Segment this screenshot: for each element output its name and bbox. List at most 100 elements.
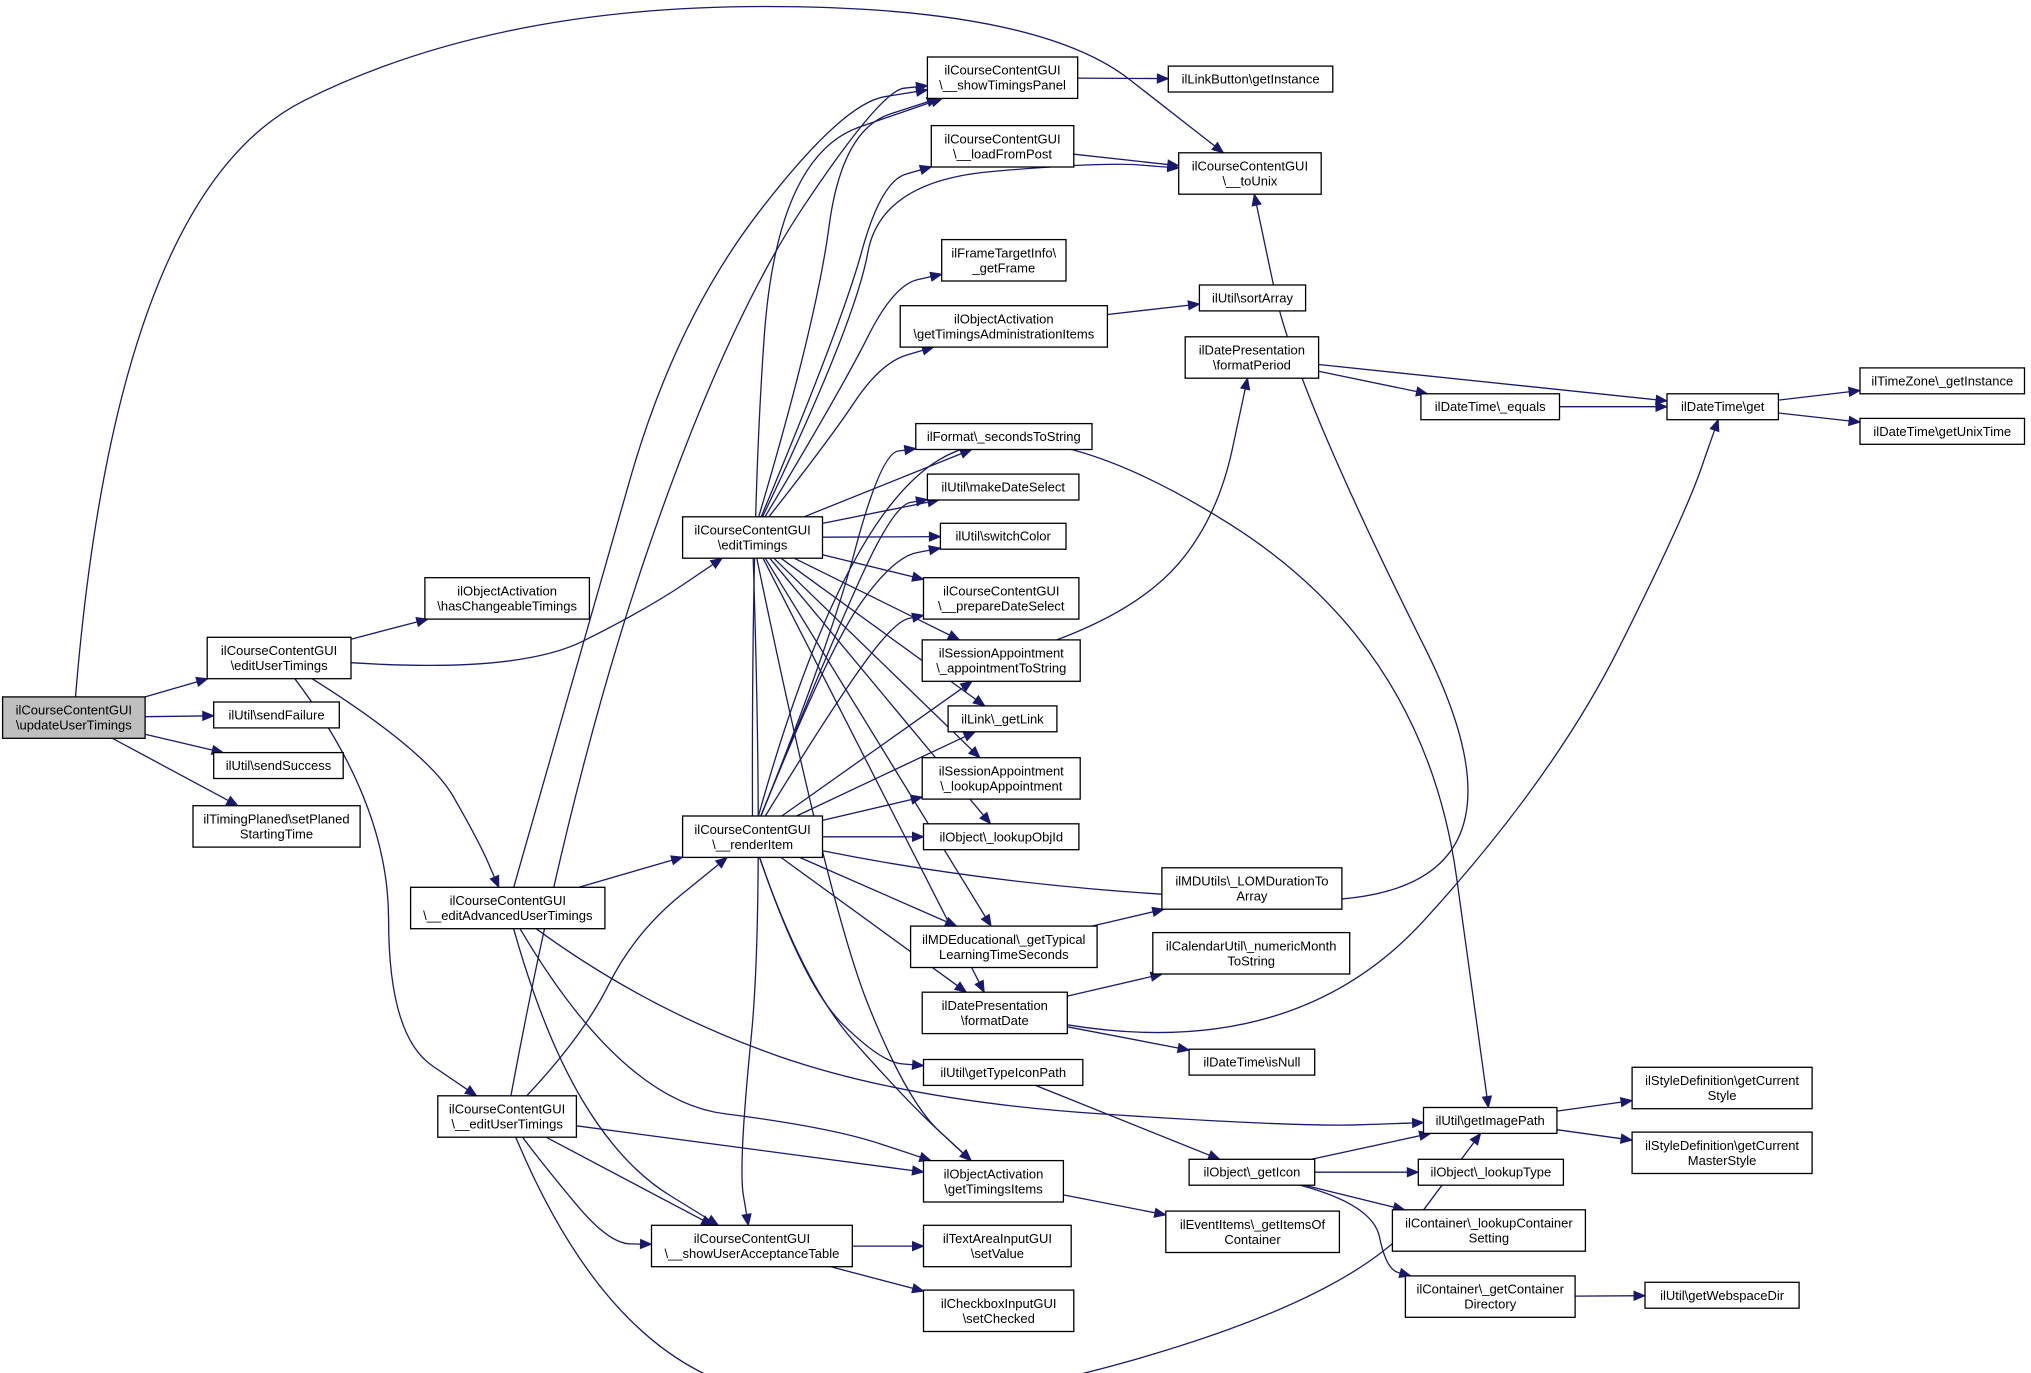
node-setValue[interactable]: ilTextAreaInputGUI\setValue <box>922 1224 1072 1268</box>
node-loadFromPost[interactable]: ilCourseContentGUI\__loadFromPost <box>930 124 1075 168</box>
arrowhead <box>1469 1132 1482 1146</box>
node-label: ilCalendarUtil\_numericMonth <box>1166 938 1337 953</box>
edge-loadFromPost-to-toUnix <box>1073 153 1181 170</box>
node-box <box>1644 1281 1800 1309</box>
node-dtEquals[interactable]: ilDateTime\_equals <box>1420 393 1561 421</box>
arrowhead <box>1709 418 1720 433</box>
node-box <box>1161 867 1343 910</box>
node-renderItem[interactable]: ilCourseContentGUI\__renderItem <box>681 815 824 859</box>
arrowhead <box>1156 73 1170 84</box>
node-getUnixTime[interactable]: ilDateTime\getUnixTime <box>1859 417 2026 445</box>
node-getTypeIconPath[interactable]: ilUtil\getTypeIconPath <box>922 1058 1084 1087</box>
node-isNull[interactable]: ilDateTime\isNull <box>1188 1048 1316 1076</box>
node-label: ilUtil\sortArray <box>1212 290 1293 305</box>
node-editTimings[interactable]: ilCourseContentGUI\editTimings <box>681 516 824 559</box>
node-getWebspaceDir[interactable]: ilUtil\getWebspaceDir <box>1644 1281 1800 1309</box>
edge-renderItem-to-showTimingsPanel <box>751 97 944 817</box>
edge-updateUserTimings-to-sendFailure <box>145 710 216 722</box>
node-setChecked[interactable]: ilCheckboxInputGUI\setChecked <box>922 1289 1075 1333</box>
node-editUserTimings[interactable]: ilCourseContentGUI\editUserTimings <box>206 636 352 680</box>
node-label: ilUtil\getWebspaceDir <box>1660 1288 1785 1303</box>
node-linkButton[interactable]: ilLinkButton\getInstance <box>1167 65 1334 93</box>
arrowhead <box>1619 1133 1634 1144</box>
node-getTimingsItems[interactable]: ilObjectActivation\getTimingsItems <box>922 1159 1065 1203</box>
node-formatPeriod[interactable]: ilDatePresentation\formatPeriod <box>1184 336 1320 379</box>
edge-editTimings-to-getFrame <box>764 271 944 518</box>
node-lookupObjId[interactable]: ilObject\_lookupObjId <box>922 823 1080 851</box>
node-getFrame[interactable]: ilFrameTargetInfo\_getFrame <box>941 238 1067 282</box>
arrowhead <box>953 981 968 993</box>
node-label: _getFrame <box>971 260 1035 275</box>
node-label: ilCourseContentGUI <box>16 703 132 718</box>
arrowhead <box>979 811 992 825</box>
node-box <box>213 701 340 729</box>
node-getLink[interactable]: ilLink\_getLink <box>947 705 1058 733</box>
arrowhead <box>918 164 933 176</box>
node-label: Array <box>1236 889 1268 904</box>
edge-getTimingsItems-to-getItemsOfContainer <box>1063 1194 1168 1218</box>
node-getTimingsAdmin[interactable]: ilObjectActivation\getTimingsAdministrat… <box>899 305 1109 348</box>
node-_editUserTimings[interactable]: ilCourseContentGUI\__editUserTimings <box>437 1095 578 1138</box>
arrowhead <box>911 1165 925 1176</box>
node-toUnix[interactable]: ilCourseContentGUI\__toUnix <box>1178 152 1322 195</box>
node-getImagePath[interactable]: ilUtil\getImagePath <box>1422 1106 1558 1135</box>
node-getTypicalLT[interactable]: ilMDEducational\_getTypicalLearningTimeS… <box>909 925 1098 969</box>
node-switchColor[interactable]: ilUtil\switchColor <box>939 522 1067 550</box>
node-appointmentToString[interactable]: ilSessionAppointment\_appointmentToStrin… <box>921 639 1081 682</box>
arrowhead <box>1411 1117 1425 1129</box>
node-prepareDateSelect[interactable]: ilCourseContentGUI\__prepareDateSelect <box>922 577 1080 620</box>
node-formatDate[interactable]: ilDatePresentation\formatDate <box>921 991 1068 1035</box>
arrowhead <box>959 1148 973 1162</box>
arrowhead <box>415 617 430 628</box>
node-hasChangeable[interactable]: ilObjectActivation\hasChangeableTimings <box>424 577 591 620</box>
node-lookupType[interactable]: ilObject\_lookupType <box>1417 1158 1565 1186</box>
node-makeDateSelect[interactable]: ilUtil\makeDateSelect <box>926 473 1080 501</box>
node-label: ilLink\_getLink <box>961 711 1044 726</box>
node-editAdvUser[interactable]: ilCourseContentGUI\__editAdvancedUserTim… <box>409 886 606 930</box>
edge-getIcon-to-lookupContainer <box>1304 1184 1406 1213</box>
node-label: ilUtil\sendFailure <box>228 708 324 723</box>
edge-renderItem-to-getImagePath <box>757 440 1493 1109</box>
node-box <box>1859 367 2026 395</box>
node-lookupAppointment[interactable]: ilSessionAppointment\_lookupAppointment <box>921 757 1081 800</box>
edge-updateUserTimings-to-editUserTimings <box>144 676 209 698</box>
node-showUserAccept[interactable]: ilCourseContentGUI\__showUserAcceptanceT… <box>650 1224 853 1268</box>
node-box <box>1859 417 2026 445</box>
edge-getIcon-to-getContainerDir <box>1300 1184 1413 1278</box>
node-updateUserTimings[interactable]: ilCourseContentGUI\updateUserTimings <box>1 696 146 739</box>
node-label: \__toUnix <box>1222 174 1277 189</box>
edge-formatDate-to-isNull <box>1067 1026 1191 1054</box>
node-box <box>1178 152 1322 195</box>
node-sendSuccess[interactable]: ilUtil\sendSuccess <box>213 751 344 780</box>
node-box <box>921 991 1068 1035</box>
node-dtGet[interactable]: ilDateTime\get <box>1666 393 1780 421</box>
arrowhead <box>1633 1290 1647 1302</box>
node-sendFailure[interactable]: ilUtil\sendFailure <box>213 701 340 729</box>
node-box <box>1420 393 1561 421</box>
node-label: ilCourseContentGUI <box>450 893 566 908</box>
node-label: ilDateTime\_equals <box>1435 399 1546 414</box>
arrowhead <box>1481 1095 1493 1109</box>
edge-renderItem-to-getTypeIconPath <box>758 857 925 1071</box>
node-tzGetInstance[interactable]: ilTimeZone\_getInstance <box>1859 367 2026 395</box>
node-box <box>1167 65 1334 93</box>
node-secondsToString[interactable]: ilFormat\_secondsToString <box>915 422 1093 451</box>
node-label: ilSessionAppointment <box>939 646 1064 661</box>
node-box <box>1188 1158 1316 1186</box>
arrowhead <box>959 680 974 693</box>
node-label: ilDateTime\get <box>1681 399 1765 414</box>
node-showTimingsPanel[interactable]: ilCourseContentGUI\__showTimingsPanel <box>926 56 1079 100</box>
edge-editUserTimings-to-hasChangeable <box>350 617 430 640</box>
edge-renderItem-to-getTimingsItems <box>758 857 973 1162</box>
node-getIcon[interactable]: ilObject\_getIcon <box>1188 1158 1316 1186</box>
node-sortArray[interactable]: ilUtil\sortArray <box>1198 284 1307 312</box>
